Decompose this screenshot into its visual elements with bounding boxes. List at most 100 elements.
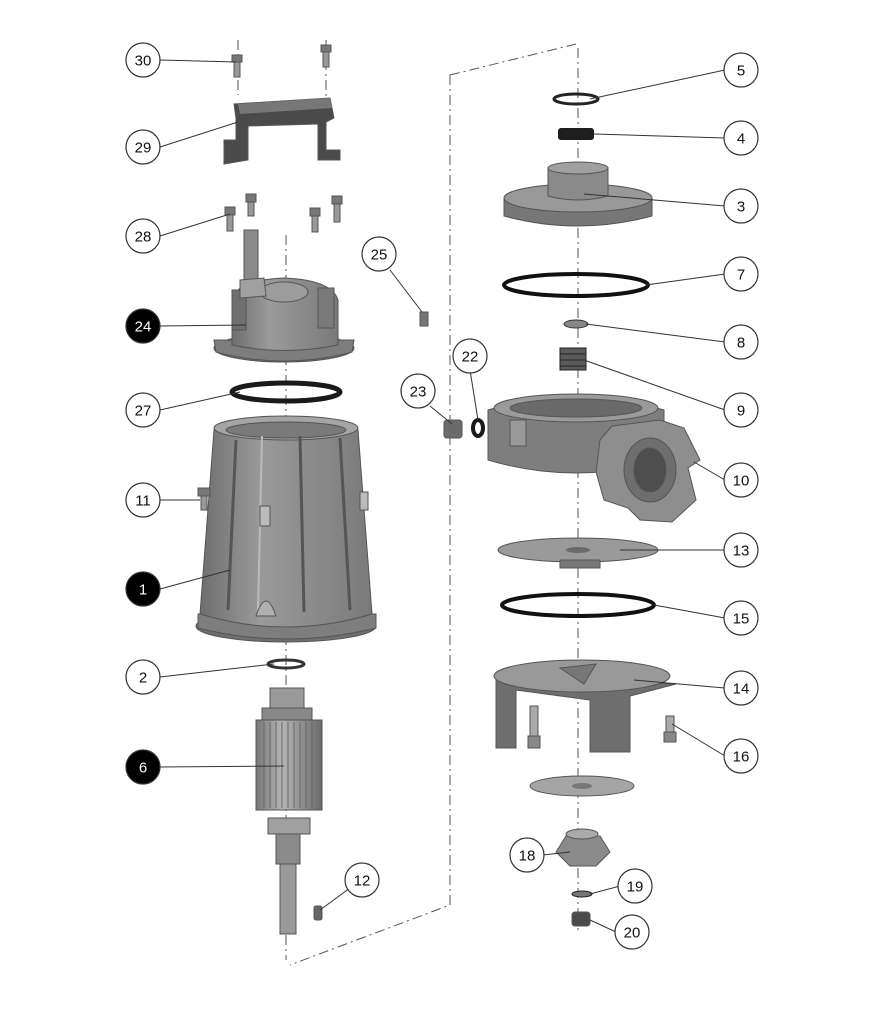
callout-circle [509, 837, 545, 873]
callout-19: 19 [617, 868, 653, 904]
callout-25: 25 [361, 236, 397, 272]
callout-23: 23 [400, 373, 436, 409]
part-5-ring [552, 92, 600, 106]
callout-circle [125, 571, 161, 607]
callout-label: 3 [737, 199, 745, 216]
callout-label: 1 [139, 582, 147, 599]
part-30-screws [231, 44, 332, 78]
callout-label: 12 [354, 873, 371, 890]
callout-1: 1 [125, 571, 161, 607]
part-16-screw [663, 715, 677, 743]
callout-circle [723, 188, 759, 224]
callout-label: 7 [737, 267, 745, 284]
part-29-handle [223, 97, 341, 165]
callout-label: 18 [519, 848, 536, 865]
callout-11: 11 [125, 482, 161, 518]
callout-circle [614, 914, 650, 950]
callout-24: 24 [125, 308, 161, 344]
part-3-upper-casing [503, 161, 653, 227]
part-14-pump-base [493, 659, 677, 753]
callout-label: 11 [135, 493, 151, 510]
callout-30: 30 [125, 42, 161, 78]
callout-circle [723, 532, 759, 568]
callout-label: 6 [139, 760, 147, 777]
callout-28: 28 [125, 218, 161, 254]
callout-label: 28 [135, 229, 152, 246]
part-2-snap-ring [266, 658, 306, 670]
callout-circle [723, 462, 759, 498]
callout-circle [125, 659, 161, 695]
part-28-screws [224, 193, 343, 233]
part-18-impeller [555, 828, 611, 867]
callout-circle [723, 392, 759, 428]
callout-8: 8 [723, 324, 759, 360]
part-20-nut [571, 911, 591, 927]
callout-label: 16 [733, 749, 750, 766]
part-27-o-ring [229, 380, 343, 404]
part-11-screw [197, 487, 211, 511]
callout-label: 15 [733, 611, 750, 628]
part-7-o-ring [502, 272, 650, 298]
callout-circle [400, 373, 436, 409]
callout-5: 5 [723, 52, 759, 88]
callout-circle [125, 129, 161, 165]
part-12-key [313, 905, 323, 921]
callout-16: 16 [723, 738, 759, 774]
callout-label: 13 [733, 543, 750, 560]
callout-label: 24 [135, 319, 152, 336]
callout-circle [723, 670, 759, 706]
callout-circle [723, 738, 759, 774]
part-23-plug [443, 419, 463, 439]
callout-27: 27 [125, 392, 161, 428]
part-19-washer [571, 890, 593, 898]
callout-circle [723, 120, 759, 156]
callout-circle [723, 52, 759, 88]
part-1-motor-housing [195, 415, 377, 643]
callout-circle [125, 218, 161, 254]
callout-label: 10 [733, 473, 750, 490]
part-13-wear-plate [497, 537, 659, 569]
callout-14: 14 [723, 670, 759, 706]
callout-circle [125, 482, 161, 518]
callout-label: 30 [135, 53, 152, 70]
part-22-washer [471, 418, 485, 438]
callout-label: 5 [737, 63, 745, 80]
callout-9: 9 [723, 392, 759, 428]
callout-4: 4 [723, 120, 759, 156]
callout-label: 4 [737, 131, 745, 148]
callout-circle [723, 600, 759, 636]
callout-label: 22 [462, 349, 479, 366]
part-24-motor-cover [213, 229, 355, 363]
callout-label: 23 [410, 384, 427, 401]
callout-label: 8 [737, 335, 745, 352]
callout-29: 29 [125, 129, 161, 165]
callout-circle [125, 392, 161, 428]
callout-label: 25 [371, 247, 388, 264]
callout-circle [361, 236, 397, 272]
callout-circle [125, 749, 161, 785]
part-25-pin [419, 311, 429, 327]
callout-20: 20 [614, 914, 650, 950]
callout-label: 14 [733, 681, 750, 698]
callouts: 3029282427111261225232254378910131514161… [125, 42, 759, 950]
callout-2: 2 [125, 659, 161, 695]
callout-label: 29 [135, 140, 152, 157]
part-6-rotor-shaft [255, 687, 323, 935]
callout-circle [125, 42, 161, 78]
leader-lines [159, 59, 726, 933]
callout-15: 15 [723, 600, 759, 636]
part-10-pump-casing [487, 393, 701, 523]
callout-label: 20 [624, 925, 641, 942]
part-9-spring [559, 347, 587, 371]
callout-13: 13 [723, 532, 759, 568]
callout-circle [452, 338, 488, 374]
callout-label: 9 [737, 403, 745, 420]
callout-label: 2 [139, 670, 147, 687]
part-8-spring-seat [563, 319, 589, 329]
callout-circle [723, 256, 759, 292]
callout-6: 6 [125, 749, 161, 785]
callout-circle [617, 868, 653, 904]
callout-label: 19 [627, 879, 644, 896]
callout-circle [344, 862, 380, 898]
